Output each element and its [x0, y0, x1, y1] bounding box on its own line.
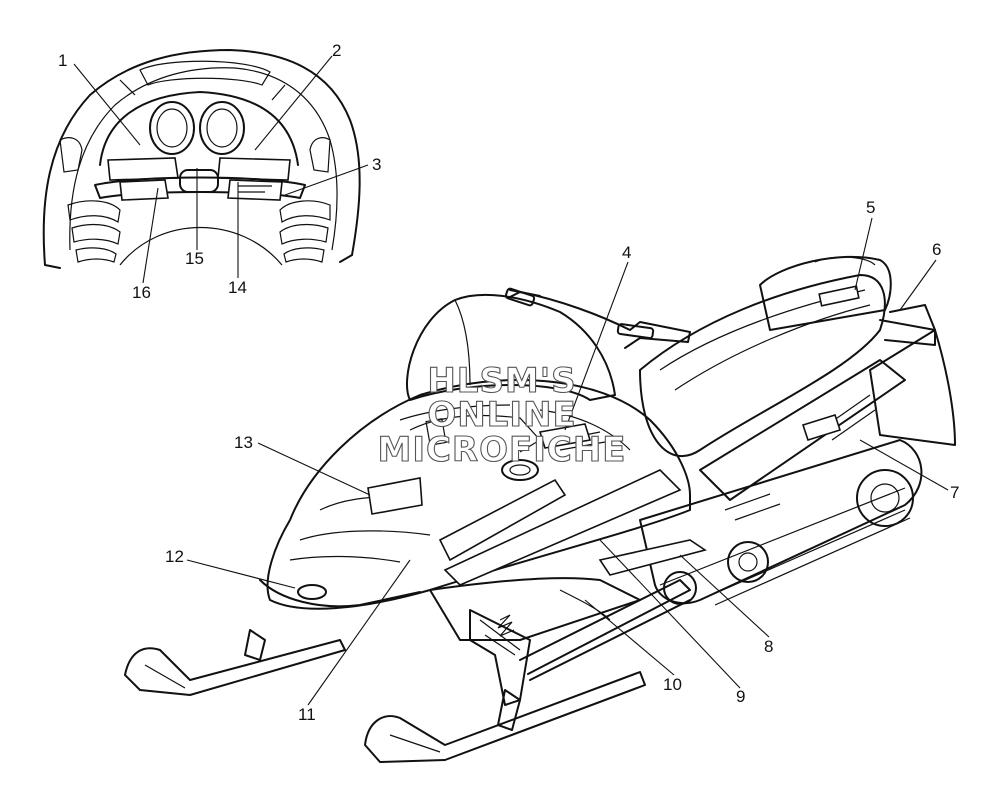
callout-4: 4 — [622, 243, 631, 262]
watermark-line-1: HLSM'S — [427, 361, 576, 401]
snowmobile-main — [124, 255, 956, 763]
callout-10: 10 — [663, 675, 682, 694]
callout-6: 6 — [932, 240, 941, 259]
callout-14: 14 — [228, 278, 247, 297]
leader-lines — [73, 55, 949, 706]
callout-3: 3 — [372, 155, 381, 174]
callout-16: 16 — [132, 283, 151, 302]
watermark-line-2: ONLINE — [427, 395, 576, 435]
callout-1: 1 — [58, 51, 67, 70]
callout-numbers: 1 2 3 4 5 6 7 8 9 10 11 12 13 14 15 16 — [58, 41, 959, 724]
callout-11: 11 — [298, 705, 316, 724]
callout-15: 15 — [185, 249, 204, 268]
callout-12: 12 — [165, 547, 184, 566]
callout-7: 7 — [950, 483, 959, 502]
callout-13: 13 — [234, 433, 253, 452]
callout-8: 8 — [764, 637, 773, 656]
dashboard-inset — [42, 49, 361, 269]
watermark-line-3: MICROFICHE — [377, 430, 626, 470]
callout-5: 5 — [866, 198, 875, 217]
callout-9: 9 — [736, 687, 745, 706]
watermark: HLSM'S ONLINE MICROFICHE — [377, 360, 626, 470]
callout-2: 2 — [332, 41, 341, 60]
